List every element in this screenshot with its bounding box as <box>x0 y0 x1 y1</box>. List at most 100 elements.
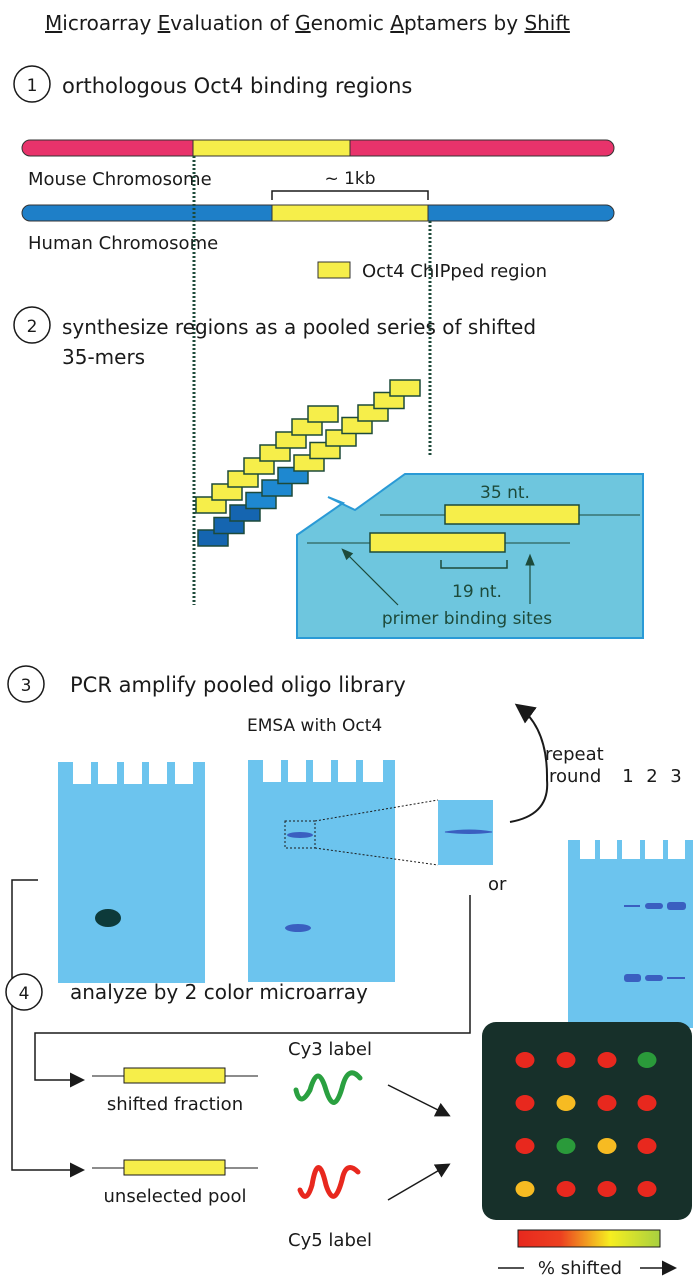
microarray-spot-red <box>556 1181 576 1197</box>
gel-band <box>667 977 685 979</box>
title-part: G <box>295 11 311 35</box>
title-part: M <box>45 11 62 35</box>
step-text: analyze by 2 color microarray <box>70 980 368 1004</box>
title-part: ptamers by <box>404 11 524 35</box>
microarray-spot-red <box>637 1095 657 1111</box>
chromosomes: Mouse Chromosome ~ 1kb Human Chromosome … <box>21 139 615 605</box>
free-band <box>285 924 311 932</box>
primer-bracket <box>440 560 508 569</box>
span-bracket <box>271 190 429 200</box>
step-1: 1 orthologous Oct4 binding regions <box>13 65 412 103</box>
title-part: valuation of <box>170 11 295 35</box>
flow-connectors <box>11 879 471 1178</box>
title-part: enomic <box>311 11 391 35</box>
step-number-circle <box>13 306 51 344</box>
mouse-oct4-region <box>192 139 351 157</box>
mouse-oligo <box>195 496 227 514</box>
gel-band <box>95 909 121 927</box>
gel-input <box>58 762 205 983</box>
repeat-label: repeat <box>545 744 604 765</box>
microarray-spot-yellow <box>515 1181 535 1197</box>
mouse-oligo <box>243 457 275 475</box>
cy5-label: Cy5 label <box>288 1230 372 1251</box>
emsa-label: EMSA with Oct4 <box>247 716 382 736</box>
oligo-35mers <box>195 379 421 547</box>
gel-band <box>624 974 641 982</box>
round-number: 1 <box>622 766 633 787</box>
repeat-arrow-icon <box>509 703 549 823</box>
legend-swatch <box>317 261 351 279</box>
analysis: shifted fraction unselected pool Cy3 lab… <box>92 1039 451 1251</box>
microarray: % shifted <box>482 1022 692 1279</box>
step-text: PCR amplify pooled oligo library <box>70 673 406 697</box>
microarray-spot-red <box>515 1138 535 1154</box>
unselected-oligo <box>123 1159 226 1176</box>
gel-band <box>645 903 663 909</box>
shifted-fraction-label: shifted fraction <box>107 1094 243 1115</box>
oligo-callout: 35 nt. 19 nt. primer binding sites <box>296 473 644 639</box>
mouse-oligo <box>291 418 323 436</box>
shifted-band <box>287 832 313 838</box>
gels: or repeat round 1 2 3 <box>58 703 693 1028</box>
cy5-dna-squiggle-icon <box>297 1165 361 1199</box>
step-text: 35-mers <box>62 345 145 369</box>
human-chromosome-label: Human Chromosome <box>28 233 218 254</box>
mouse-oligo <box>275 431 307 449</box>
title-part: A <box>390 11 404 35</box>
round-number: 3 <box>670 766 681 787</box>
microarray-spot-red <box>637 1181 657 1197</box>
microarray-spot-red <box>597 1181 617 1197</box>
round-label: round <box>549 766 601 787</box>
step-number-circle <box>13 65 51 103</box>
microarray-spot-yellow <box>556 1095 576 1111</box>
arrow-icon <box>341 548 399 606</box>
microarray-slide <box>482 1022 692 1220</box>
step-number: 3 <box>21 676 32 696</box>
zoom-box <box>284 820 316 849</box>
shifted-oligo <box>123 1067 226 1084</box>
mouse-oligo <box>211 483 243 501</box>
step-3: 3 PCR amplify pooled oligo library EMSA … <box>7 665 406 736</box>
microarray-spot-red <box>597 1052 617 1068</box>
gel-band <box>667 902 686 910</box>
microarray-spot-green <box>637 1052 657 1068</box>
step-number-circle <box>5 973 43 1011</box>
arrow-icon <box>387 1084 451 1117</box>
step-4: 4 analyze by 2 color microarray <box>5 973 368 1011</box>
mouse-oligo <box>307 405 339 423</box>
oligo-length-label: 35 nt. <box>480 483 530 503</box>
color-scale-bar <box>517 1229 661 1248</box>
scale-label: % shifted <box>538 1258 622 1279</box>
step-number-circle <box>7 665 45 703</box>
inset-band <box>444 829 493 834</box>
primer-length-label: 19 nt. <box>452 582 502 602</box>
cy3-dna-squiggle-icon <box>293 1070 363 1105</box>
gel-band <box>624 905 640 907</box>
oligo-bar <box>369 532 506 553</box>
primer-sites-label: primer binding sites <box>382 609 552 629</box>
legend-label: Oct4 ChIPped region <box>362 261 547 282</box>
step-text: orthologous Oct4 binding regions <box>62 74 412 98</box>
step-text: synthesize regions as a pooled series of… <box>62 315 536 339</box>
human-oligo <box>389 379 421 397</box>
span-label: ~ 1kb <box>324 169 375 189</box>
step-2: 2 synthesize regions as a pooled series … <box>13 306 536 369</box>
microarray-spot-green <box>556 1138 576 1154</box>
title-part: icroarray <box>62 11 157 35</box>
round-number: 2 <box>646 766 657 787</box>
step-number: 4 <box>19 984 30 1004</box>
microarray-spot-red <box>515 1095 535 1111</box>
oligo-bar <box>444 504 580 525</box>
human-oct4-region <box>271 204 429 222</box>
microarray-spot-red <box>515 1052 535 1068</box>
mouse-chromosome-label: Mouse Chromosome <box>28 169 212 190</box>
title-part: Shift <box>524 11 570 35</box>
microarray-spot-red <box>556 1052 576 1068</box>
step-number: 1 <box>27 76 38 96</box>
cy3-label: Cy3 label <box>288 1039 372 1060</box>
gel-rounds <box>568 840 693 1028</box>
or-label: or <box>488 874 507 895</box>
diagram-title: Microarray Evaluation of Genomic Aptamer… <box>45 11 570 35</box>
title-part: E <box>158 11 171 35</box>
